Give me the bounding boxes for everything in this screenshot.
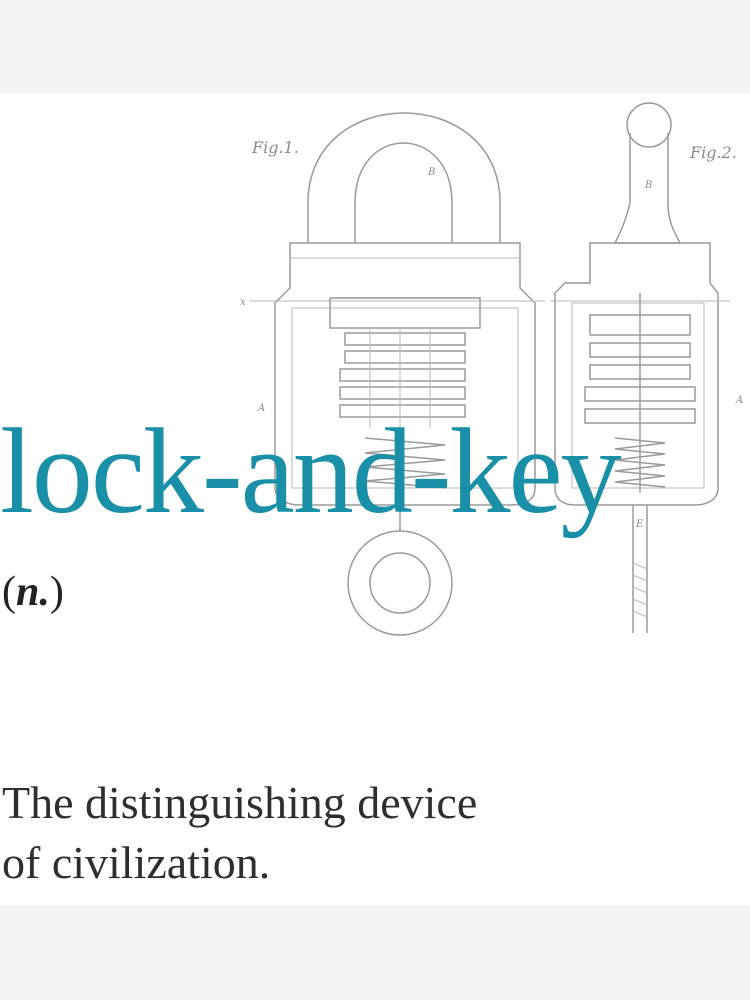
fig2-label: Fig.2. (689, 143, 737, 162)
fig1-label: Fig.1. (251, 138, 299, 157)
section-mark-left: x (240, 297, 246, 308)
body-callout-2: A (735, 395, 743, 406)
patent-drawing: Fig.1. B A x (240, 102, 743, 636)
shackle-callout: B (427, 167, 435, 178)
open-paren: ( (2, 569, 16, 615)
definition-line-1: The distinguishing device (2, 777, 478, 828)
key-callout: E (635, 519, 644, 530)
shackle-callout-2: B (644, 180, 652, 191)
pos-abbreviation: n. (16, 569, 50, 615)
close-paren: ) (49, 569, 64, 615)
poster: Fig.1. B A x (0, 93, 750, 905)
headword: lock-and-key (0, 404, 622, 539)
padlock-figure-2: Fig.2. B A E (550, 102, 743, 633)
definition-line-2: of civilization. (2, 837, 271, 888)
padlock-figure-1: Fig.1. B A x (240, 112, 545, 636)
part-of-speech: (n.) (2, 571, 64, 613)
body-callout: A (257, 403, 265, 414)
definition: The distinguishing device of civilizatio… (2, 773, 702, 893)
